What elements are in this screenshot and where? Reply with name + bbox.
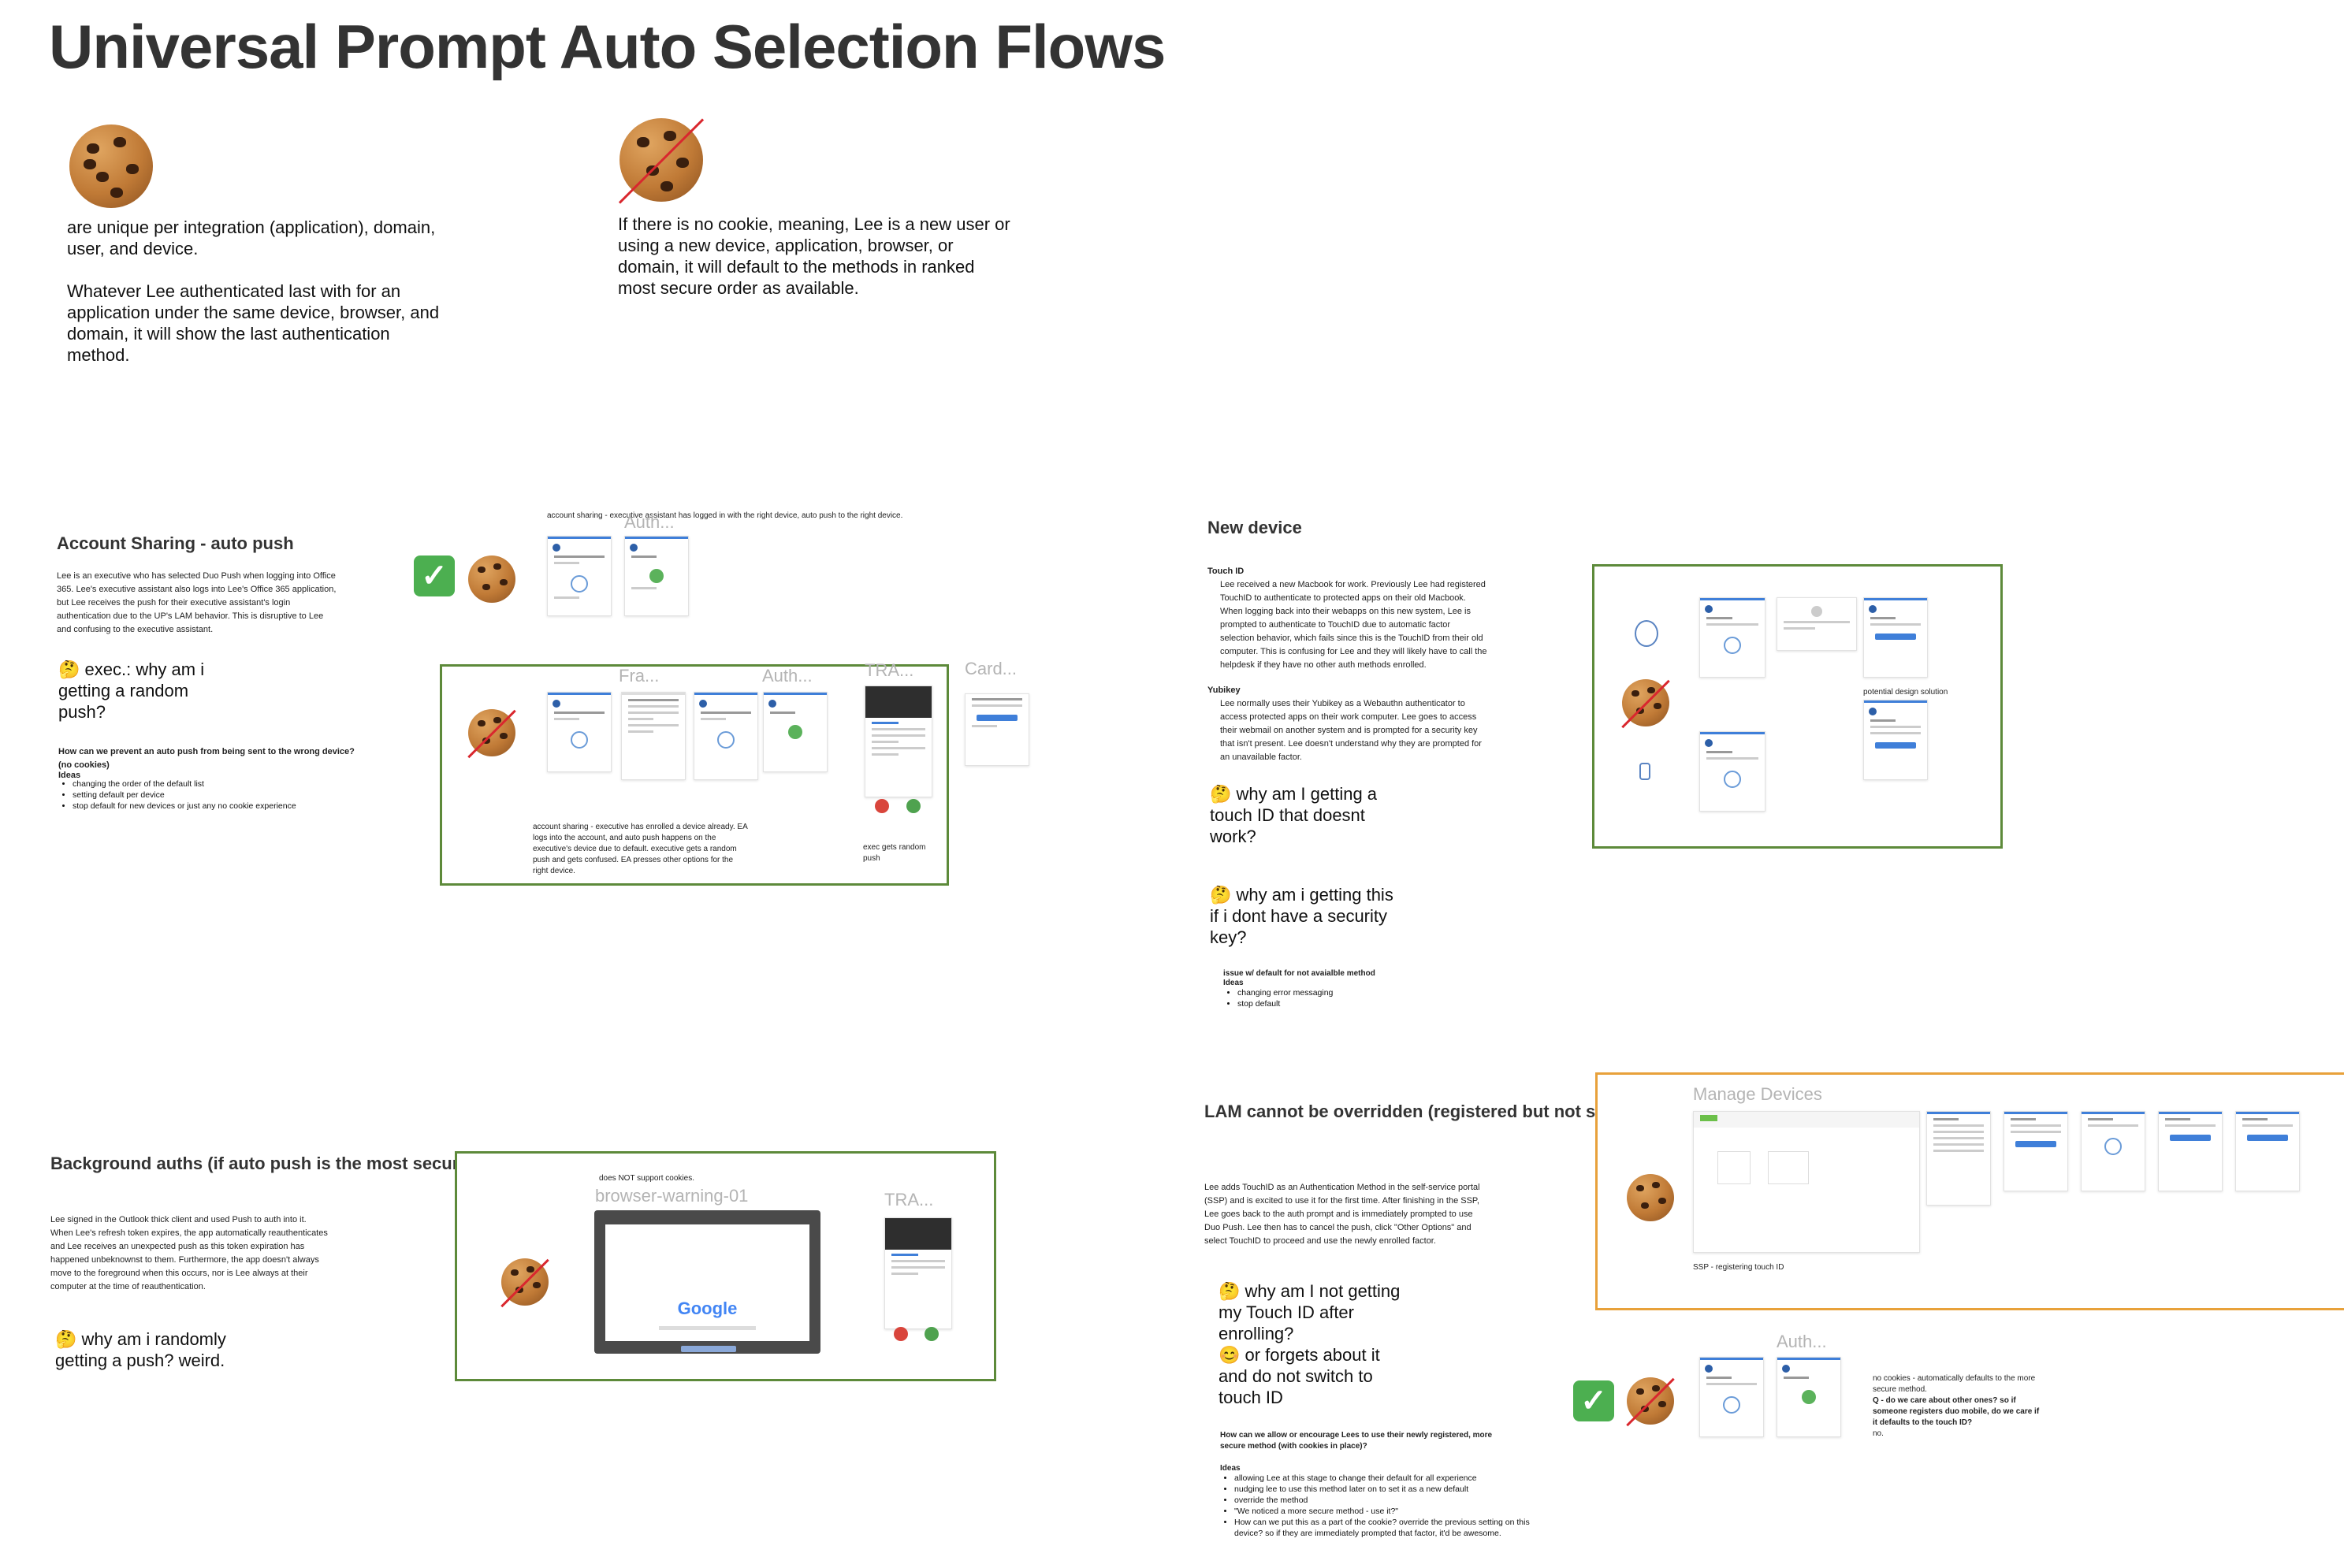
- account-sharing-question: 🤔 exec.: why am i getting a random push?: [58, 660, 205, 722]
- account-sharing-ideas: changing the order of the default list s…: [58, 778, 404, 812]
- frame-label: Auth...: [624, 512, 675, 532]
- prompt-screen: [621, 692, 686, 780]
- cookie-icon: [1627, 1174, 1674, 1221]
- frame-label: TRA...: [884, 1190, 934, 1209]
- idea-item: allowing Lee at this stage to change the…: [1234, 1473, 1557, 1484]
- background-auths-question: 🤔 why am i randomly getting a push? weir…: [55, 1329, 226, 1370]
- dialog-screen: [1777, 597, 1857, 651]
- lam-how-can: How can we allow or encourage Lees to us…: [1220, 1431, 1493, 1451]
- account-sharing-how-can: How can we prevent an auto push from bei…: [58, 747, 355, 770]
- frame-label: Fra...: [619, 666, 660, 686]
- security-key-icon: [1639, 763, 1650, 780]
- prompt-screen: [2004, 1111, 2068, 1191]
- prompt-screen: [1699, 597, 1765, 678]
- fingerprint-icon: [1635, 620, 1658, 647]
- top-caption: account sharing - executive assistant ha…: [547, 511, 903, 520]
- idea-item: "We noticed a more secure method - use i…: [1234, 1506, 1557, 1517]
- account-sharing-description: Lee is an executive who has selected Duo…: [57, 571, 337, 634]
- account-sharing-ideas-label: Ideas: [58, 771, 81, 780]
- box-caption: account sharing - executive has enrolled…: [533, 823, 748, 875]
- lam-ideas: allowing Lee at this stage to change the…: [1220, 1473, 1557, 1539]
- phone-screen: [884, 1217, 952, 1329]
- deny-icon: [875, 799, 889, 813]
- lam-question: 🤔 why am I not getting my Touch ID after…: [1219, 1281, 1401, 1407]
- ideas-label: Ideas: [1223, 979, 1244, 987]
- checkmark-icon: ✓: [414, 555, 455, 596]
- idea-item: stop default: [1237, 998, 1333, 1009]
- frame-label: Auth...: [762, 666, 813, 686]
- prompt-screen: [547, 536, 612, 616]
- ssp-screen: [1693, 1111, 1920, 1253]
- prompt-screen: [2158, 1111, 2223, 1191]
- new-device-question-2: 🤔 why am i getting this if i dont have a…: [1210, 885, 1393, 947]
- no-cookie-icon: [500, 1258, 549, 1308]
- prompt-screen: [1926, 1111, 1991, 1206]
- nocookie-answer: no.: [1873, 1429, 1884, 1438]
- prompt-screen: [1863, 597, 1928, 678]
- frame-label: Card...: [965, 659, 1018, 678]
- prompt-screen: [547, 692, 612, 772]
- exec-caption: exec gets random push: [863, 843, 926, 863]
- no-cookie-description: If there is no cookie, meaning, Lee is a…: [618, 214, 1010, 298]
- approve-icon: [906, 799, 921, 813]
- frame-label: TRA...: [865, 660, 914, 680]
- browser-content: [605, 1224, 809, 1341]
- idea-item: How can we put this as a part of the coo…: [1234, 1517, 1557, 1539]
- idea-item: override the method: [1234, 1495, 1557, 1506]
- prompt-screen: [624, 536, 689, 616]
- lam-description: Lee adds TouchID as an Authentication Me…: [1204, 1183, 1480, 1246]
- yubikey-label: Yubikey: [1207, 686, 1241, 695]
- idea-item: changing error messaging: [1237, 987, 1333, 998]
- prompt-screen: [763, 692, 828, 772]
- no-cookie-icon: [467, 709, 516, 759]
- deny-icon: [894, 1327, 908, 1341]
- idea-item: nudging lee to use this method later on …: [1234, 1484, 1557, 1495]
- prompt-screen: [2081, 1111, 2145, 1191]
- new-device-heading: New device: [1207, 518, 1302, 537]
- prompt-screen: [1699, 731, 1765, 812]
- prompt-screen: [694, 692, 758, 780]
- google-logo: Google: [677, 1299, 738, 1318]
- frame-label: Auth...: [1777, 1332, 1827, 1351]
- idea-item: stop default for new devices or just any…: [73, 801, 404, 812]
- cookie-icon: [468, 555, 515, 603]
- touchid-text: Lee received a new Macbook for work. Pre…: [1220, 580, 1487, 670]
- prompt-screen: [965, 693, 1029, 766]
- idea-item: setting default per device: [73, 790, 404, 801]
- potential-design-caption: potential design solution: [1863, 688, 1948, 697]
- idea-item: changing the order of the default list: [73, 778, 404, 790]
- cookie-icon: [69, 124, 153, 208]
- touchid-label: Touch ID: [1207, 567, 1245, 576]
- phone-screen: [865, 686, 932, 797]
- new-device-ideas: changing error messaging stop default: [1223, 987, 1333, 1009]
- page-title: Universal Prompt Auto Selection Flows: [49, 12, 1166, 81]
- prompt-screen: [2235, 1111, 2300, 1191]
- nocookie-note: no cookies - automatically defaults to t…: [1873, 1374, 2036, 1394]
- dock: [681, 1346, 736, 1352]
- approve-icon: [925, 1327, 939, 1341]
- nocookie-question: Q - do we care about other ones? so if s…: [1873, 1396, 2040, 1427]
- no-cookie-icon: [1621, 679, 1670, 729]
- prompt-screen: [1863, 700, 1928, 780]
- prompt-screen: [1699, 1357, 1764, 1437]
- search-bar: [659, 1326, 756, 1330]
- frame-label: Manage Devices: [1693, 1084, 1822, 1104]
- no-cookie-icon: [1626, 1377, 1675, 1427]
- issue-text: issue w/ default for not avaialble metho…: [1223, 969, 1375, 978]
- no-cookie-icon: [618, 118, 705, 204]
- ideas-label: Ideas: [1220, 1464, 1241, 1473]
- account-sharing-heading: Account Sharing - auto push: [57, 533, 294, 553]
- checkmark-icon: ✓: [1573, 1380, 1614, 1421]
- prompt-screen: [1777, 1357, 1841, 1437]
- browser-window: Google: [594, 1210, 820, 1354]
- frame-label: browser-warning-01: [595, 1186, 749, 1206]
- ssp-caption: SSP - registering touch ID: [1693, 1263, 1784, 1272]
- cookie-description: are unique per integration (application)…: [67, 217, 440, 365]
- background-auths-description: Lee signed in the Outlook thick client a…: [50, 1215, 328, 1291]
- yubikey-text: Lee normally uses their Yubikey as a Web…: [1220, 699, 1482, 762]
- cookie-note: does NOT support cookies.: [599, 1174, 694, 1183]
- new-device-question-1: 🤔 why am I getting a touch ID that doesn…: [1210, 784, 1378, 846]
